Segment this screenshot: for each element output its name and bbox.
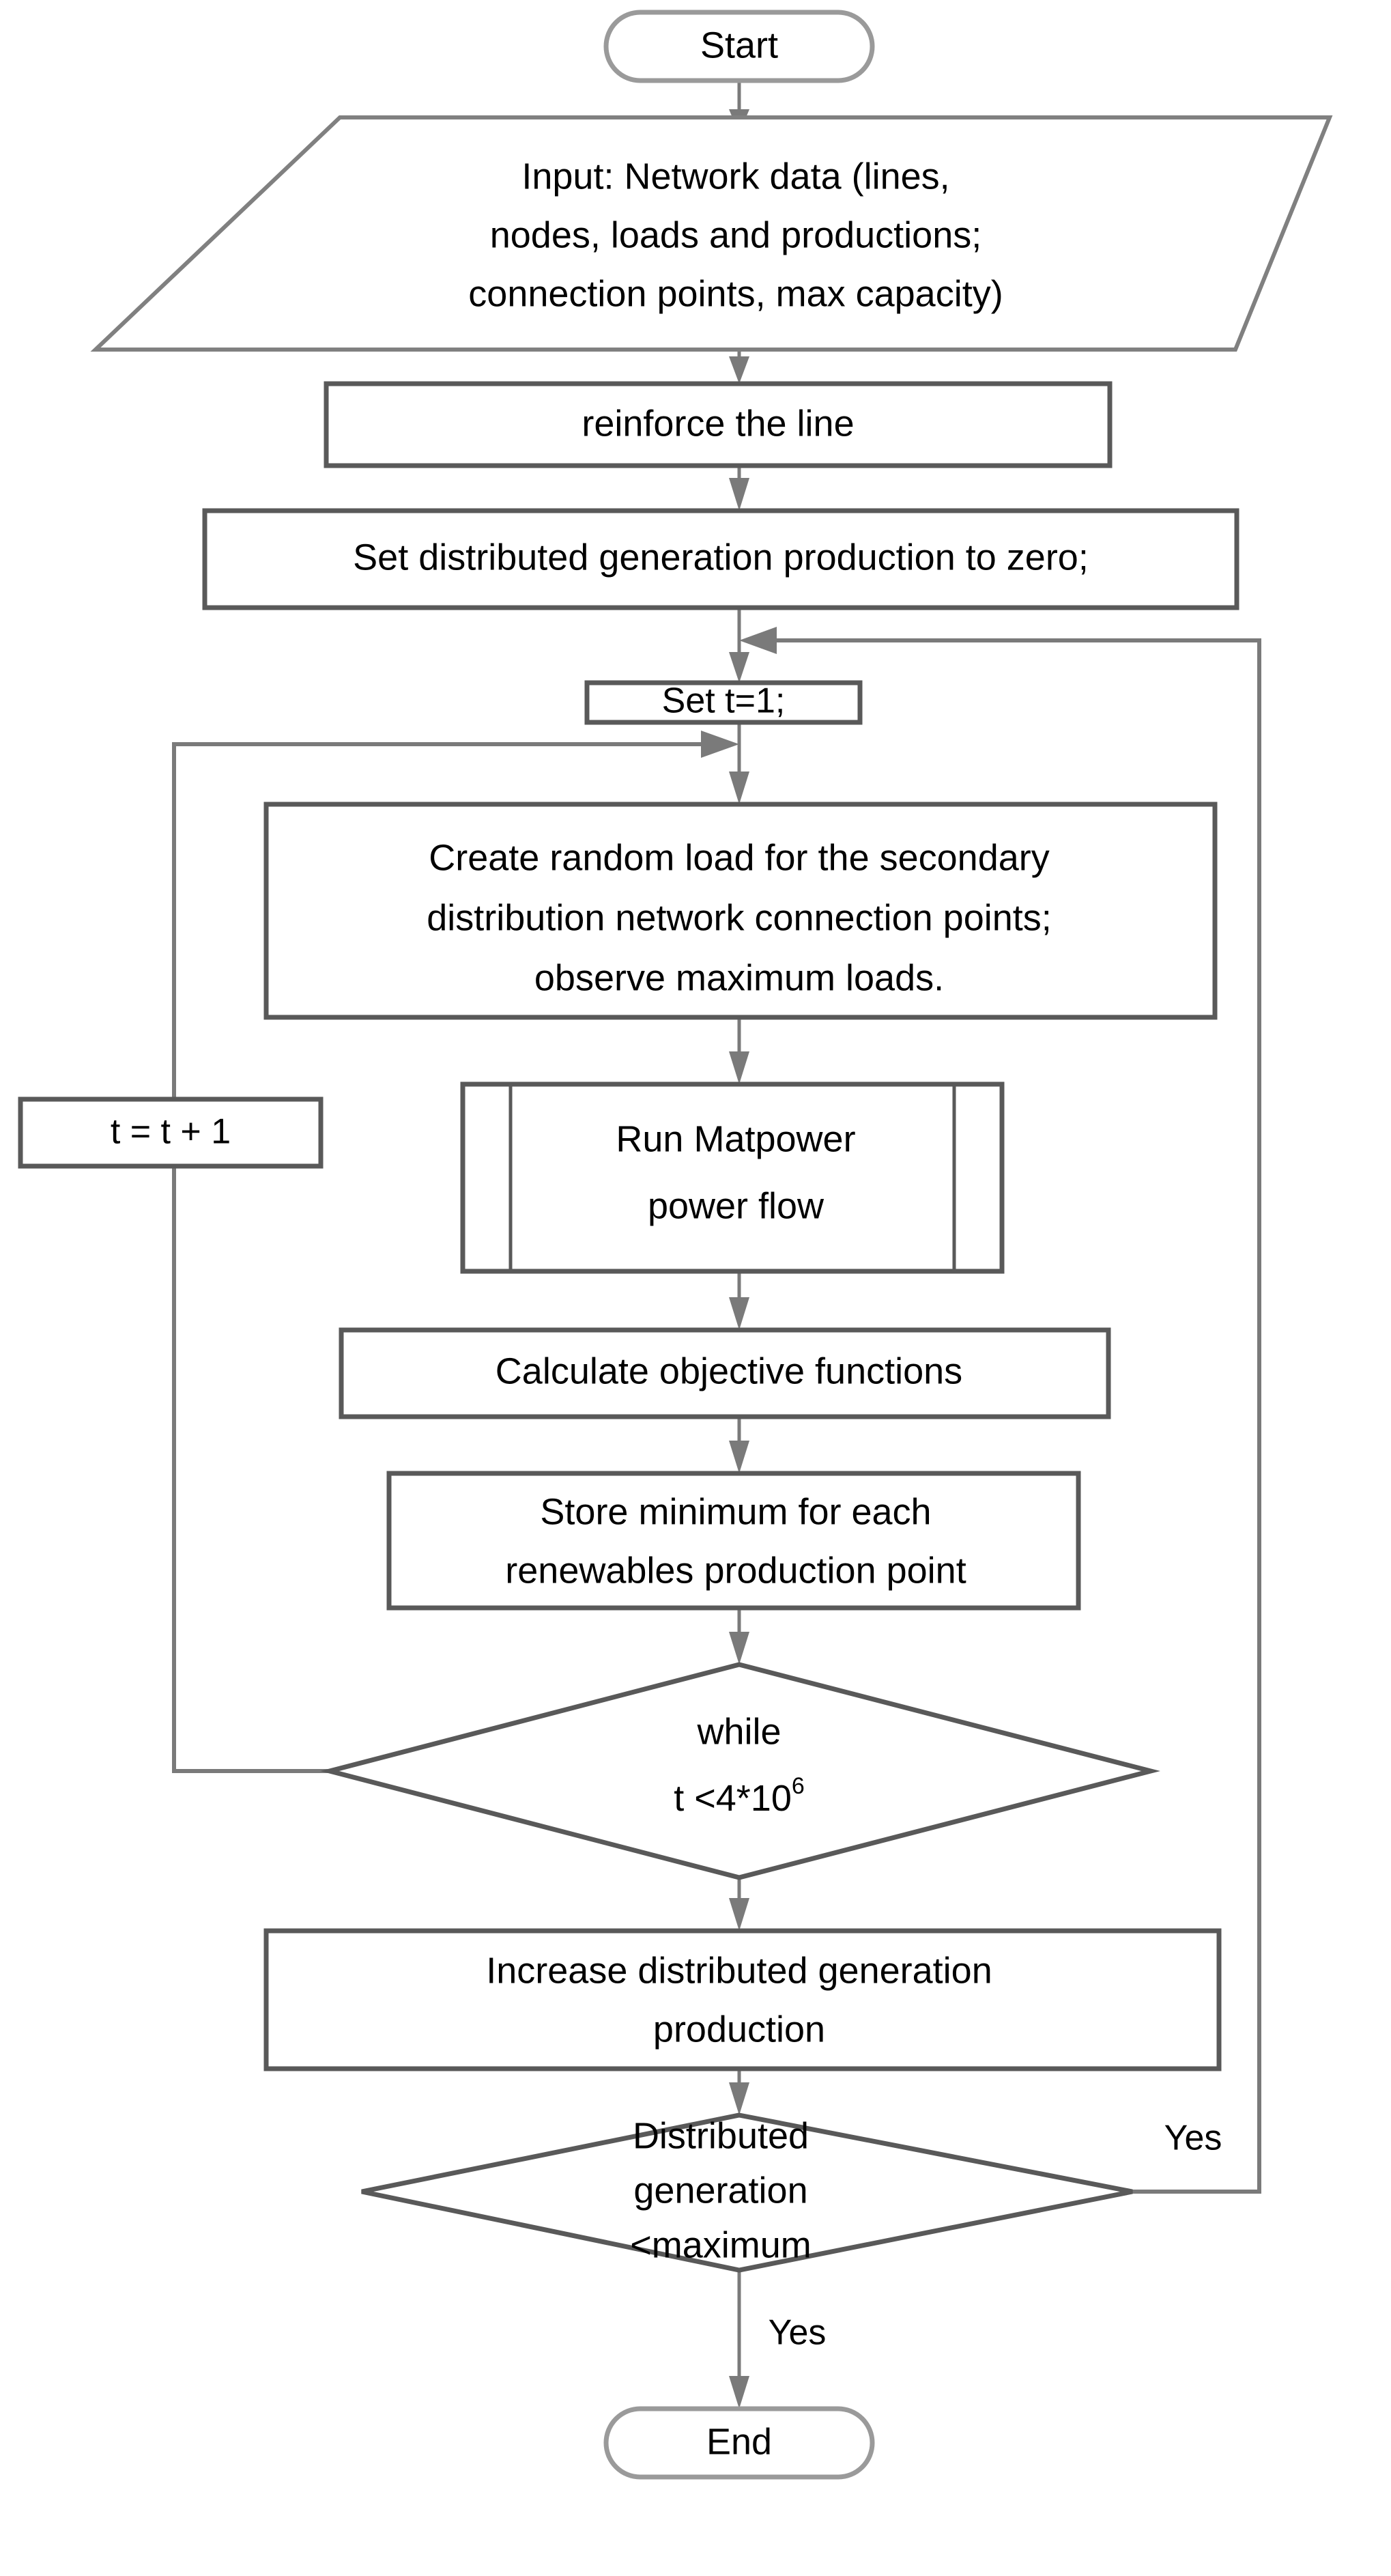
node-while-condition-base: t <4*10 [674,1778,792,1819]
node-start-label: Start [700,25,778,66]
node-set-dg-zero[interactable]: Set distributed generation production to… [202,508,1239,610]
edge-label-yes-right: Yes [1164,2119,1222,2158]
node-input-line-1: Input: Network data (lines, [521,156,949,197]
node-end[interactable]: End [603,2406,875,2480]
node-create-load-line-2: distribution network connection points; [427,897,1052,938]
node-increase-line-2: production [653,2009,825,2050]
node-reinforce-line[interactable]: reinforce the line [324,381,1113,468]
node-while-decision[interactable]: while t <4*106 [320,1662,1160,1880]
node-increase-dg[interactable]: Increase distributed generation producti… [263,1928,1222,2071]
node-start[interactable]: Start [603,10,875,83]
node-while-condition-exponent: 6 [792,1773,805,1799]
node-matpower-line-1: Run Matpower [616,1118,855,1159]
node-t-increment[interactable]: t = t + 1 [18,1096,324,1169]
edge-while-loopback [172,731,739,1773]
node-dgmax-line-1: Distributed [633,2115,809,2156]
edge-dgmax-yes-loopback [739,627,1261,2194]
node-input-line-2: nodes, loads and productions; [490,214,982,255]
edge-sett1-to-createload [729,722,749,804]
edge-dgmax-to-end [729,2270,749,2409]
node-create-load-line-3: observe maximum loads. [534,957,944,998]
node-create-random-load[interactable]: Create random load for the secondary dis… [263,802,1218,1020]
node-dgmax-line-2: generation [633,2170,807,2211]
node-increase-line-1: Increase distributed generation [486,1950,992,1991]
edge-label-yes-down: Yes [769,2313,827,2353]
connector-layer [160,81,1261,2409]
node-calculate-objectives[interactable]: Calculate objective functions [339,1327,1111,1419]
edge-input-to-reinforce [729,352,749,384]
node-create-load-line-1: Create random load for the secondary [429,837,1050,878]
edge-matpower-to-calculate [729,1271,749,1330]
edge-calculate-to-store [729,1417,749,1473]
edge-increase-to-dgmax [729,2069,749,2115]
node-set-t-1[interactable]: Set t=1; [584,680,863,725]
edge-store-to-while [729,1608,749,1665]
node-store-line-2: renewables production point [505,1550,966,1591]
edge-setzero-to-sett1 [729,608,749,683]
node-matpower-line-2: power flow [648,1185,824,1226]
node-set-dg-zero-label: Set distributed generation production to… [353,537,1089,578]
edge-while-to-increase [729,1878,749,1931]
node-dgmax-line-3: <maximum [630,2224,812,2265]
node-set-t-1-label: Set t=1; [662,681,786,721]
node-dgmax-decision[interactable]: Distributed generation <maximum [361,2112,1133,2273]
node-input-line-3: connection points, max capacity) [468,273,1003,314]
edge-createload-to-matpower [729,1017,749,1084]
node-store-line-1: Store minimum for each [540,1491,931,1532]
node-calculate-label: Calculate objective functions [496,1350,962,1391]
node-while-condition: t <4*106 [674,1773,805,1819]
node-t-increment-label: t = t + 1 [111,1112,231,1152]
node-input-data[interactable]: Input: Network data (lines, nodes, loads… [90,115,1333,352]
node-while-label: while [696,1711,781,1752]
edge-reinforce-to-setzero [729,466,749,511]
node-run-matpower[interactable]: Run Matpower power flow [460,1081,1005,1274]
node-end-label: End [706,2421,772,2462]
node-store-minimum[interactable]: Store minimum for each renewables produc… [386,1471,1081,1611]
node-reinforce-label: reinforce the line [582,403,854,444]
